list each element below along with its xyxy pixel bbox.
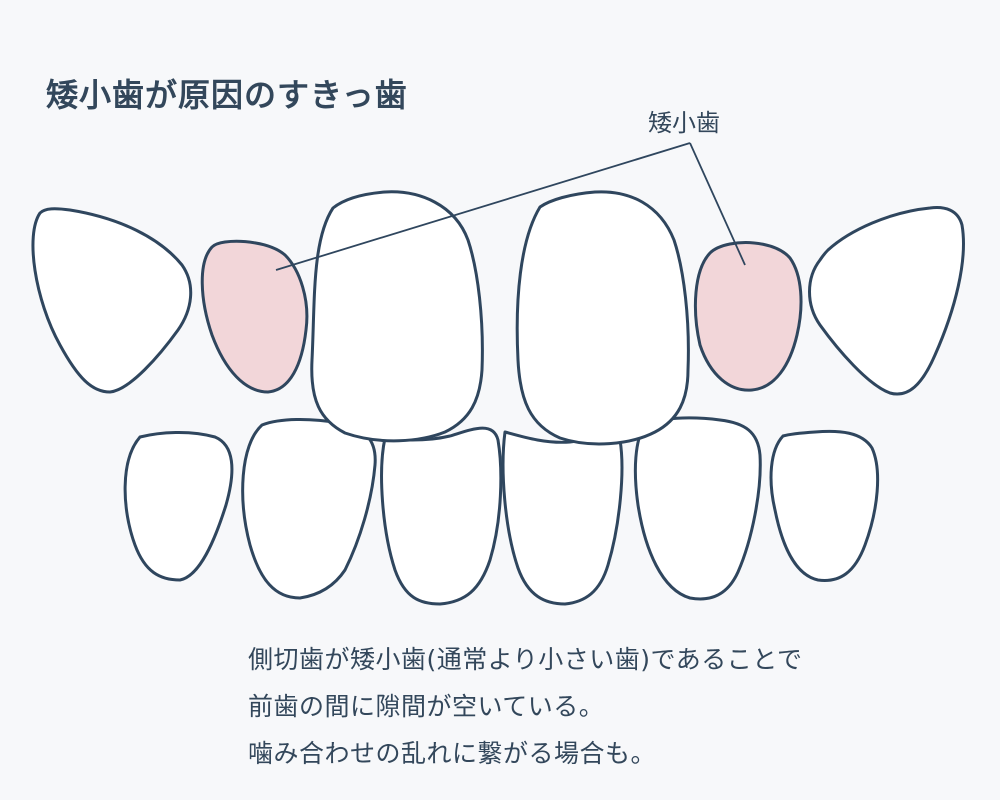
- lower-tooth-5: [633, 416, 762, 601]
- caption-line-2: 前歯の間に隙間が空いている。: [248, 692, 605, 721]
- callout-label-microdont: 矮小歯: [648, 109, 720, 137]
- lower-tooth-4: [501, 430, 624, 606]
- leader-line-right-tooth: [275, 142, 691, 271]
- upper-lateral-incisor-right-microdont: [200, 239, 309, 394]
- caption: 側切歯が矮小歯(通常より小さい歯)であることで 前歯の間に隙間が空いている。 噛…: [248, 636, 803, 777]
- upper-lateral-incisor-left-microdont: [693, 241, 803, 392]
- upper-canine-right: [31, 207, 193, 394]
- diagram-title: 矮小歯が原因のすきっ歯: [46, 76, 408, 114]
- lower-tooth-2: [241, 417, 377, 600]
- lower-tooth-3: [380, 426, 503, 606]
- upper-central-incisor-left: [515, 190, 690, 446]
- caption-line-1: 側切歯が矮小歯(通常より小さい歯)であることで: [248, 645, 803, 674]
- lower-tooth-1: [123, 430, 234, 582]
- caption-line-3: 噛み合わせの乱れに繋がる場合も。: [248, 739, 657, 768]
- upper-central-incisor-right: [310, 190, 484, 443]
- lower-tooth-6: [769, 429, 880, 582]
- upper-canine-left: [808, 206, 965, 396]
- leader-line-left-tooth: [689, 142, 746, 266]
